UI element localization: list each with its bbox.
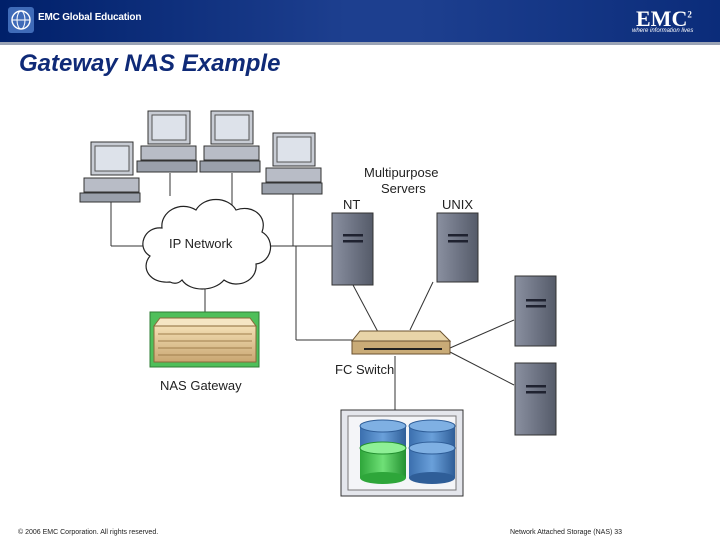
label-ip-network: IP Network — [169, 236, 233, 251]
computer-icon — [199, 110, 261, 173]
disk-cylinder-icon — [359, 441, 407, 484]
server-icon — [331, 212, 374, 286]
emc-logo-text: EMC — [636, 6, 688, 31]
header-ribbon — [0, 42, 720, 45]
label-unix: UNIX — [442, 197, 474, 212]
disk-cylinder-icon — [408, 441, 456, 484]
server-icon — [436, 212, 479, 283]
footer-course-page: Network Attached Storage (NAS) 33 — [510, 529, 623, 536]
label-fc-switch: FC Switch — [335, 362, 395, 377]
emc-logo: EMC2 — [636, 6, 692, 32]
emc-education-logo-text: EMC Global Education — [38, 12, 142, 23]
cloud-icon — [142, 198, 272, 290]
disk-cylinder-icon — [359, 419, 407, 450]
storage-array-icon — [340, 409, 464, 497]
label-multipurpose: Multipurpose — [364, 165, 439, 180]
label-nas-gateway: NAS Gateway — [160, 378, 242, 393]
slide-title: Gateway NAS Example — [19, 50, 281, 77]
footer-copyright: © 2006 EMC Corporation. All rights reser… — [18, 529, 159, 536]
emc-tagline: where information lives — [632, 28, 694, 34]
label-nt: NT — [343, 197, 361, 212]
nas-gateway-icon — [149, 311, 260, 368]
computer-icon — [261, 132, 323, 195]
fc-switch-icon — [350, 330, 452, 355]
computer-icon — [136, 110, 198, 173]
server-icon — [514, 275, 557, 347]
server-icon — [514, 362, 557, 436]
emc-logo-superscript: 2 — [687, 9, 692, 20]
computer-icon — [79, 141, 141, 203]
header-banner — [0, 0, 720, 42]
emc-education-logo-icon — [8, 7, 34, 33]
label-servers: Servers — [381, 181, 426, 196]
